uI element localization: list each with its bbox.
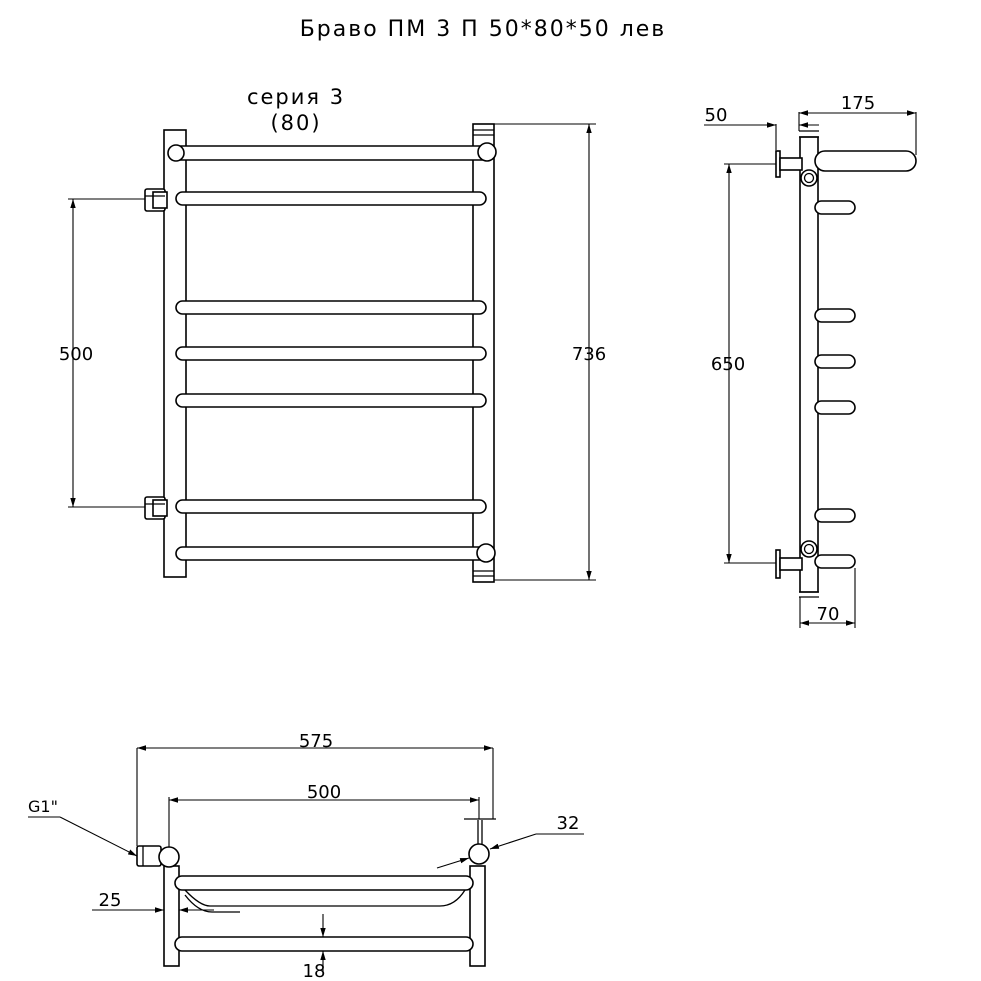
side-rung-stub (814, 354, 856, 369)
front-view: серия 3 (80) (59, 85, 606, 583)
side-rung-stub (814, 308, 856, 323)
side-rung-stub (814, 508, 856, 523)
series-label: серия 3 (247, 85, 345, 109)
dim-offset: 25 (99, 890, 122, 911)
top-right-leg (469, 865, 486, 967)
dim-shelf-depth: 70 (817, 604, 840, 625)
right-valve (464, 818, 496, 865)
drawing-title: Браво ПМ 3 П 50*80*50 лев (300, 17, 667, 42)
side-upper-valve (775, 150, 818, 187)
dim-axis-width: 500 (307, 782, 341, 803)
side-view: 50 175 650 70 (704, 93, 917, 628)
side-rung-stub (814, 200, 856, 215)
series-size-label: (80) (270, 111, 321, 135)
dim-connection-spacing: 500 (59, 344, 93, 365)
top-rail (167, 142, 497, 162)
dim-depth: 175 (841, 93, 875, 114)
dim-overall-width: 575 (299, 731, 333, 752)
rung (175, 393, 487, 408)
rung (175, 499, 487, 514)
dim-rung-diameter: 18 (303, 961, 326, 981)
rung (175, 191, 487, 206)
dim-axis-spacing: 650 (711, 354, 745, 375)
side-rung-stub (814, 554, 856, 569)
top-rung (174, 936, 474, 952)
dim-pipe-diameter: 32 (557, 813, 580, 834)
rung (175, 300, 487, 315)
side-lower-valve (775, 540, 818, 579)
rung (175, 546, 487, 561)
lower-connection-fitting (144, 496, 168, 520)
dim-total-height: 736 (572, 344, 606, 365)
dim-thread: G1" (28, 797, 58, 816)
side-top-rail (814, 150, 917, 172)
upper-connection-fitting (144, 188, 168, 212)
top-towel-rail (174, 875, 474, 913)
rung (175, 346, 487, 361)
dim-wall-offset: 50 (705, 105, 728, 126)
top-view: 575 500 G1" 32 25 18 (28, 731, 584, 981)
left-thread-connection (136, 845, 180, 868)
side-rung-stub (814, 400, 856, 415)
